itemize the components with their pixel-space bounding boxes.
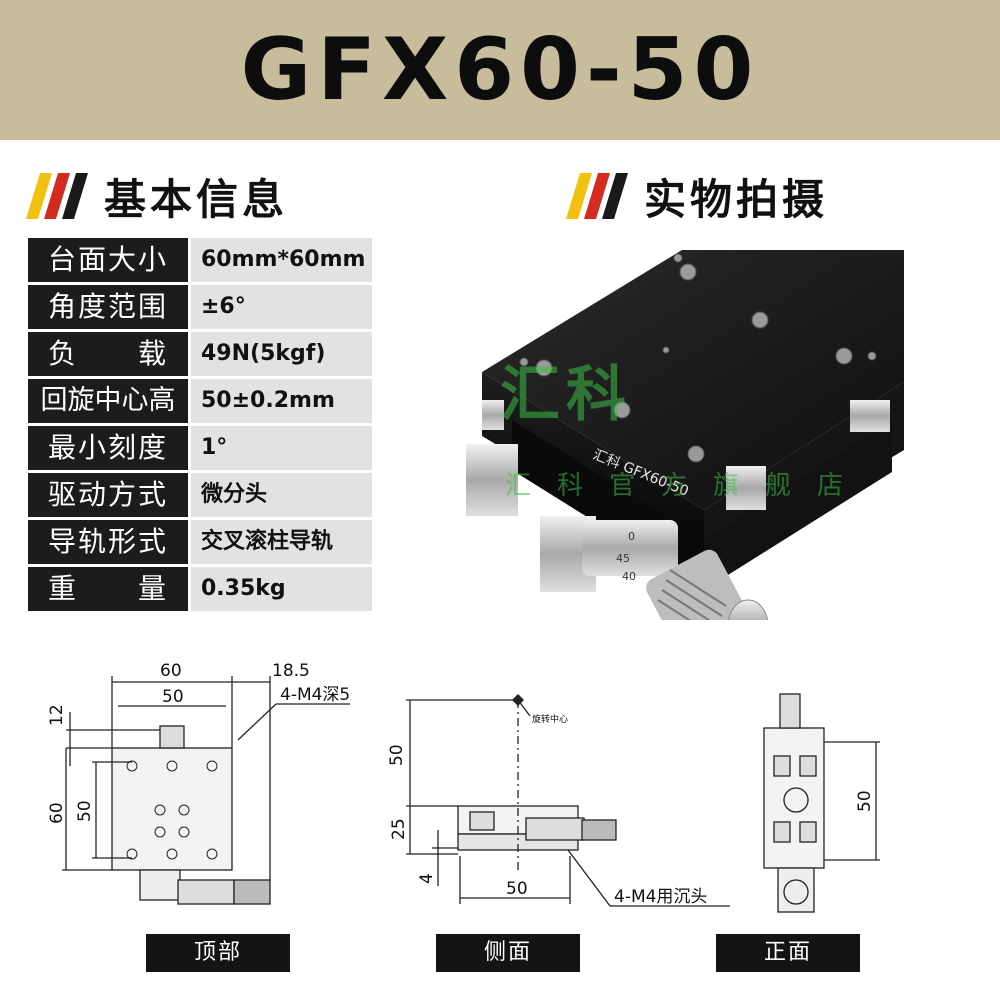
spec-row: 回旋中心高 50±0.2mm [28, 379, 372, 423]
spec-value: 微分头 [191, 473, 372, 517]
spec-label: 重 量 [28, 567, 188, 611]
view-label-top: 顶部 [146, 934, 290, 972]
screw-holes [519, 253, 877, 463]
spec-row: 导轨形式 交叉滚柱导轨 [28, 520, 372, 564]
spec-label: 驱动方式 [28, 473, 188, 517]
spec-label: 最小刻度 [28, 426, 188, 470]
hole-note: 4-M4深5 [280, 685, 350, 705]
spec-row: 负 载 49N(5kgf) [28, 332, 372, 376]
dim-label: 50 [506, 879, 528, 899]
scale-mark: 40 [622, 570, 636, 583]
spec-row: 最小刻度 1° [28, 426, 372, 470]
dim-label: 50 [855, 790, 875, 812]
dim-label: 50 [387, 744, 407, 766]
dim-label: 25 [389, 818, 409, 840]
spec-row: 角度范围 ±6° [28, 285, 372, 329]
top-plate [482, 250, 904, 510]
scale-mark: 45 [616, 552, 630, 565]
stripes-icon [566, 173, 628, 219]
spec-value: 1° [191, 426, 372, 470]
dim-label: 18.5 [272, 661, 310, 681]
dim-label: 4 [417, 873, 437, 884]
spec-row: 重 量 0.35kg [28, 567, 372, 611]
stripes-icon [26, 173, 88, 219]
spec-label: 回旋中心高 [28, 379, 188, 423]
scale-mark: 0 [628, 530, 635, 543]
side-view-drawing: 50 25 4 50 旋转中心 4-M4用沉头 [387, 694, 730, 907]
section-title-photo: 实物拍摄 [644, 174, 829, 224]
spec-value: 0.35kg [191, 567, 372, 611]
front-view-drawing: 50 [763, 693, 880, 913]
center-note: 旋转中心 [532, 713, 568, 725]
title-banner [0, 0, 1000, 140]
technical-drawings: 60 50 18.5 4-M4深5 12 60 50 50 25 4 50 旋转… [47, 661, 880, 913]
section-header-photo: 实物拍摄 [566, 168, 828, 224]
spec-value: 49N(5kgf) [191, 332, 372, 376]
spec-table: 台面大小 60mm*60mm 角度范围 ±6° 负 载 49N(5kgf) 回旋… [28, 238, 372, 614]
hole-note: 4-M4用沉头 [614, 887, 707, 907]
dim-label: 60 [47, 802, 67, 824]
spec-value: 50±0.2mm [191, 379, 372, 423]
section-header-info: 基本信息 [26, 168, 288, 224]
view-label-side: 侧面 [436, 934, 580, 972]
watermark-sub: 汇科官方旗舰店 [505, 471, 870, 501]
spec-value: ±6° [191, 285, 372, 329]
dim-label: 12 [47, 704, 67, 726]
product-title: GFX60-50 [240, 20, 760, 120]
micrometer [582, 520, 768, 620]
section-title-info: 基本信息 [104, 174, 289, 224]
dim-label: 50 [162, 687, 184, 707]
watermark: 汇科 [500, 360, 632, 430]
product-photo: 0 45 40 汇科 GFX60-50 [466, 250, 904, 620]
top-view-drawing: 60 50 18.5 4-M4深5 12 60 50 [47, 661, 350, 905]
view-label-front: 正面 [716, 934, 860, 972]
dim-label: 50 [75, 800, 95, 822]
spec-label: 台面大小 [28, 238, 188, 282]
dim-label: 60 [160, 661, 182, 681]
spec-label: 角度范围 [28, 285, 188, 329]
spec-value: 60mm*60mm [191, 238, 372, 282]
spec-label: 负 载 [28, 332, 188, 376]
spec-row: 驱动方式 微分头 [28, 473, 372, 517]
spec-row: 台面大小 60mm*60mm [28, 238, 372, 282]
spec-value: 交叉滚柱导轨 [191, 520, 372, 564]
spec-label: 导轨形式 [28, 520, 188, 564]
